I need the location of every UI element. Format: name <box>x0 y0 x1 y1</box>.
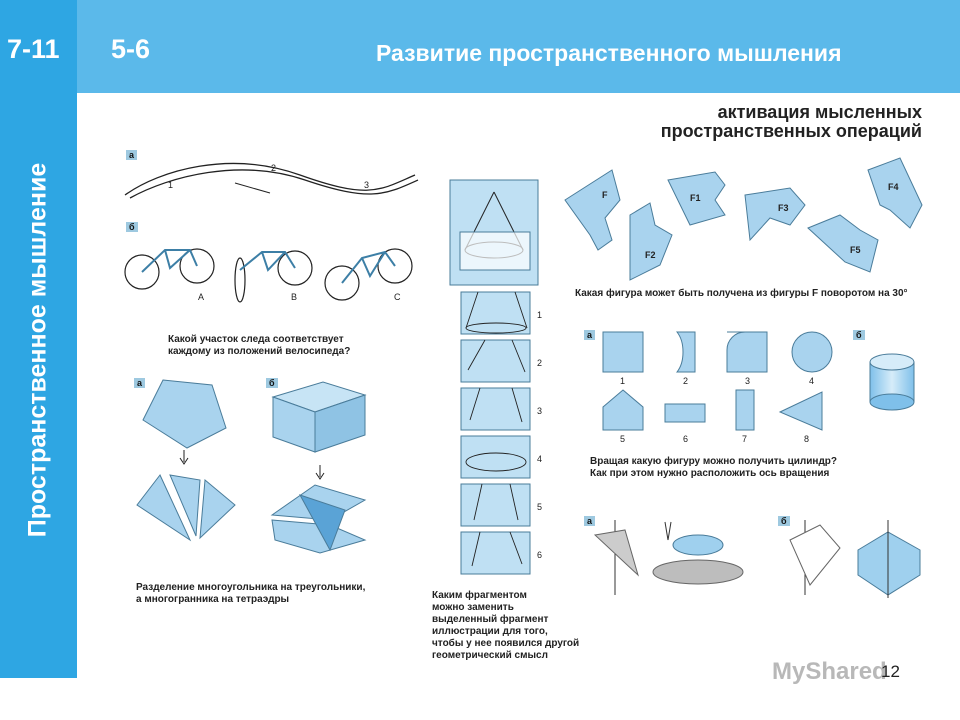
shape-number-1: 1 <box>620 376 626 386</box>
bicycle-b <box>234 250 313 303</box>
fig-label-f3: F3 <box>778 203 789 213</box>
header-bar <box>0 0 960 93</box>
cone-variant-lines <box>465 291 528 567</box>
poly-caption: Разделение многоугольника на треугольник… <box>136 582 366 605</box>
label-b-shapes: б <box>853 330 865 340</box>
pentagon <box>142 379 227 449</box>
shape-number-3: 3 <box>745 376 751 386</box>
page-title: Развитие пространственного мышления <box>376 40 842 66</box>
track-label-1: 1 <box>168 180 174 190</box>
arrow-down-b <box>315 465 325 480</box>
triangle-left <box>136 474 192 542</box>
cone-number-3: 3 <box>537 406 543 416</box>
section-heading-line2: пространственных операций <box>660 121 922 141</box>
shape-number-7: 7 <box>742 434 748 444</box>
fig-label-f: F <box>602 190 608 200</box>
shapes-grid <box>602 331 833 431</box>
shape-number-5: 5 <box>620 434 626 444</box>
triangle-mid <box>169 474 201 537</box>
bike-caption: Какой участок следа соответствует каждом… <box>168 334 351 357</box>
label-a-bottom: а <box>584 516 596 526</box>
fig-label-f2: F2 <box>645 250 656 260</box>
track-label-2: 2 <box>271 163 277 173</box>
cone-main <box>459 191 531 271</box>
bike-label-c: C <box>394 292 401 302</box>
tetrahedra <box>270 484 367 554</box>
bike-label-b: B <box>291 292 298 302</box>
page-number: 12 <box>881 662 900 681</box>
cylinder <box>869 353 915 411</box>
watermark: MyShared <box>772 658 887 685</box>
level-label: 5-6 <box>111 34 151 64</box>
bottom-left-figures <box>593 520 744 595</box>
cone-variants <box>460 291 531 575</box>
triangle-right <box>199 479 236 540</box>
box-side <box>314 394 366 453</box>
direction-arrow <box>234 182 271 194</box>
track-label-3: 3 <box>364 180 370 190</box>
label-b-bike: б <box>126 222 138 232</box>
cone-number-4: 4 <box>537 454 543 464</box>
label-b-bottom: б <box>778 516 790 526</box>
label-a-shapes: а <box>584 330 596 340</box>
shape-number-4: 4 <box>809 376 815 386</box>
bicycle-a <box>124 248 215 290</box>
bike-label-a: A <box>198 292 205 302</box>
bicycle-c <box>324 248 413 301</box>
section-heading-line1: активация мысленных <box>717 102 922 122</box>
section-heading: активация мысленных пространственных опе… <box>661 103 922 141</box>
arrow-down-a <box>179 450 189 465</box>
sidebar-bar <box>0 0 77 678</box>
fig-label-f5: F5 <box>850 245 861 255</box>
cylinder-caption: Вращая какую фигуру можно получить цилин… <box>590 456 838 479</box>
label-a-poly: а <box>134 378 146 388</box>
cone-number-6: 6 <box>537 550 543 560</box>
shape-number-2: 2 <box>683 376 689 386</box>
fig-label-f1: F1 <box>690 193 701 203</box>
cone-number-2: 2 <box>537 358 543 368</box>
label-a-bike: а <box>126 150 138 160</box>
rotation-figures <box>564 157 923 281</box>
shape-number-6: 6 <box>683 434 689 444</box>
label-b-poly: б <box>266 378 278 388</box>
fig-label-f4: F4 <box>888 182 899 192</box>
rotation-caption: Какая фигура может быть получена из фигу… <box>575 288 908 299</box>
cone-number-1: 1 <box>537 310 543 320</box>
grade-label: 7-11 <box>7 34 60 64</box>
shape-number-8: 8 <box>804 434 810 444</box>
cone-caption: Каким фрагментом можно заменить выделенн… <box>432 590 580 661</box>
cone-number-5: 5 <box>537 502 543 512</box>
bottom-right-figures <box>789 520 921 598</box>
bike-tracks <box>124 162 419 199</box>
